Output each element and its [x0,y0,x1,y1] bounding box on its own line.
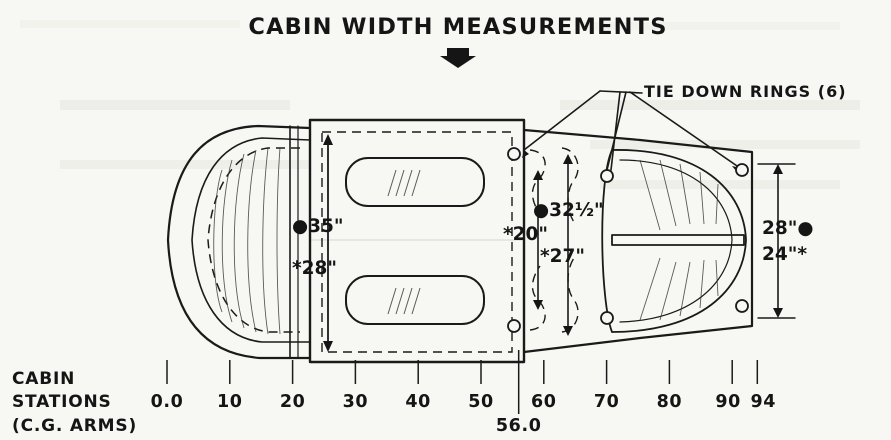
down-arrow-icon [440,48,476,68]
mid-width-dimension [533,154,573,336]
bleed-through-background [20,20,860,189]
station-title-line3: (C.G. ARMS) [12,416,137,436]
station-label: 90 [715,392,741,412]
station-title-line2: STATIONS [12,392,112,412]
rear-width-star-label: 24"* [762,244,807,265]
station-label: 40 [405,392,431,412]
station-label: 20 [280,392,306,412]
front-width-dot-label: ●35" [292,216,344,237]
station-label: 10 [217,392,243,412]
tie-down-ring-icon [507,147,749,333]
station-title-line1: CABIN [12,369,75,389]
station-label: 50 [468,392,494,412]
mid-width-star-label: *20" [503,224,548,245]
station-label: 60 [531,392,557,412]
rear-width-dot-label: 28"● [762,218,814,239]
station-label-extra: 56.0 [496,416,542,436]
front-width-star-label: *28" [292,258,337,279]
station-scale: 0.0 10 20 30 40 50 60 70 80 90 94 56.0 [151,350,777,436]
diagram-title: CABIN WIDTH MEASUREMENTS [248,14,667,40]
tie-down-rings-label: TIE DOWN RINGS (6) [644,82,847,101]
mid-width-dot-label: ●32½" [533,200,604,221]
station-label: 70 [594,392,620,412]
front-width-dimension [323,134,333,352]
station-label: 80 [657,392,683,412]
cabin-outline [166,118,754,364]
station-label: 94 [751,392,777,412]
station-label: 0.0 [151,392,184,412]
rear-width-dimension [757,163,796,319]
mid-width-star2-label: *27" [540,246,585,267]
station-label: 30 [343,392,369,412]
